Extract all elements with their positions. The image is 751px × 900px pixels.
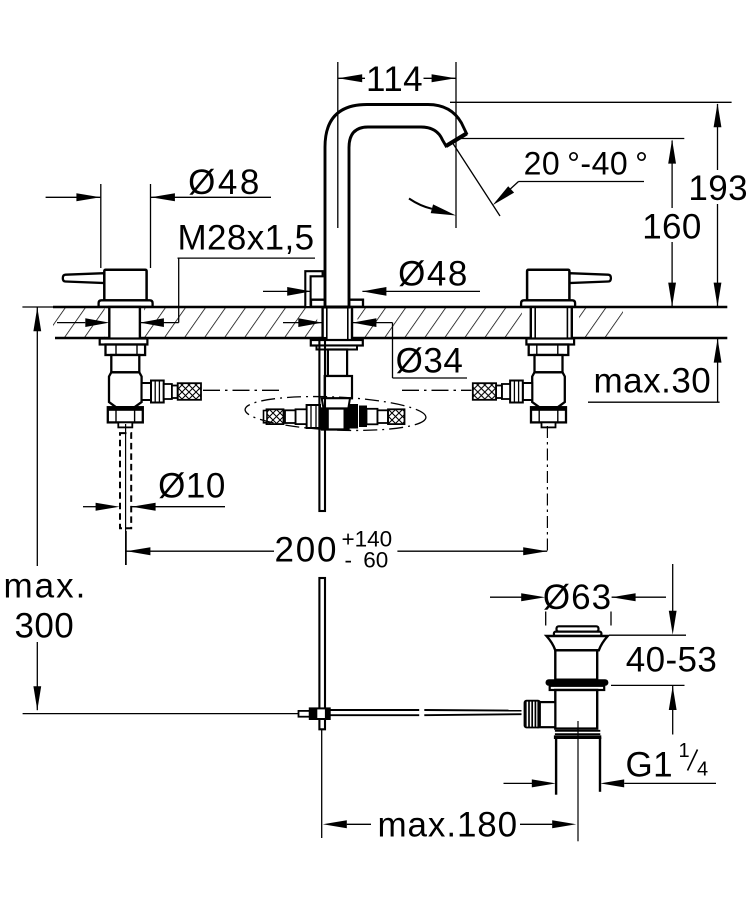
svg-text:Ø34: Ø34 — [396, 342, 464, 381]
svg-text:max.180: max.180 — [378, 806, 519, 845]
svg-text:200: 200 — [275, 531, 339, 570]
svg-text:20 °-40 °: 20 °-40 ° — [524, 146, 649, 182]
svg-text:Ø48: Ø48 — [398, 255, 469, 294]
svg-text:M28x1,5: M28x1,5 — [178, 219, 315, 258]
svg-text:40-53: 40-53 — [626, 641, 718, 680]
svg-text:4: 4 — [697, 759, 708, 781]
svg-text:max.: max. — [4, 567, 88, 606]
svg-text:Ø48: Ø48 — [188, 163, 262, 202]
svg-text:Ø10: Ø10 — [158, 467, 226, 506]
svg-text:Ø63: Ø63 — [543, 578, 612, 617]
svg-text:160: 160 — [642, 208, 702, 247]
svg-text:+140: +140 — [342, 527, 393, 552]
svg-text:300: 300 — [15, 607, 75, 646]
svg-text:114: 114 — [366, 60, 423, 99]
svg-text:1: 1 — [679, 740, 690, 762]
svg-text:max.30: max.30 — [594, 362, 712, 401]
svg-text:193: 193 — [688, 169, 748, 208]
svg-text:- 60: - 60 — [345, 548, 389, 573]
svg-text:G1: G1 — [626, 746, 674, 785]
